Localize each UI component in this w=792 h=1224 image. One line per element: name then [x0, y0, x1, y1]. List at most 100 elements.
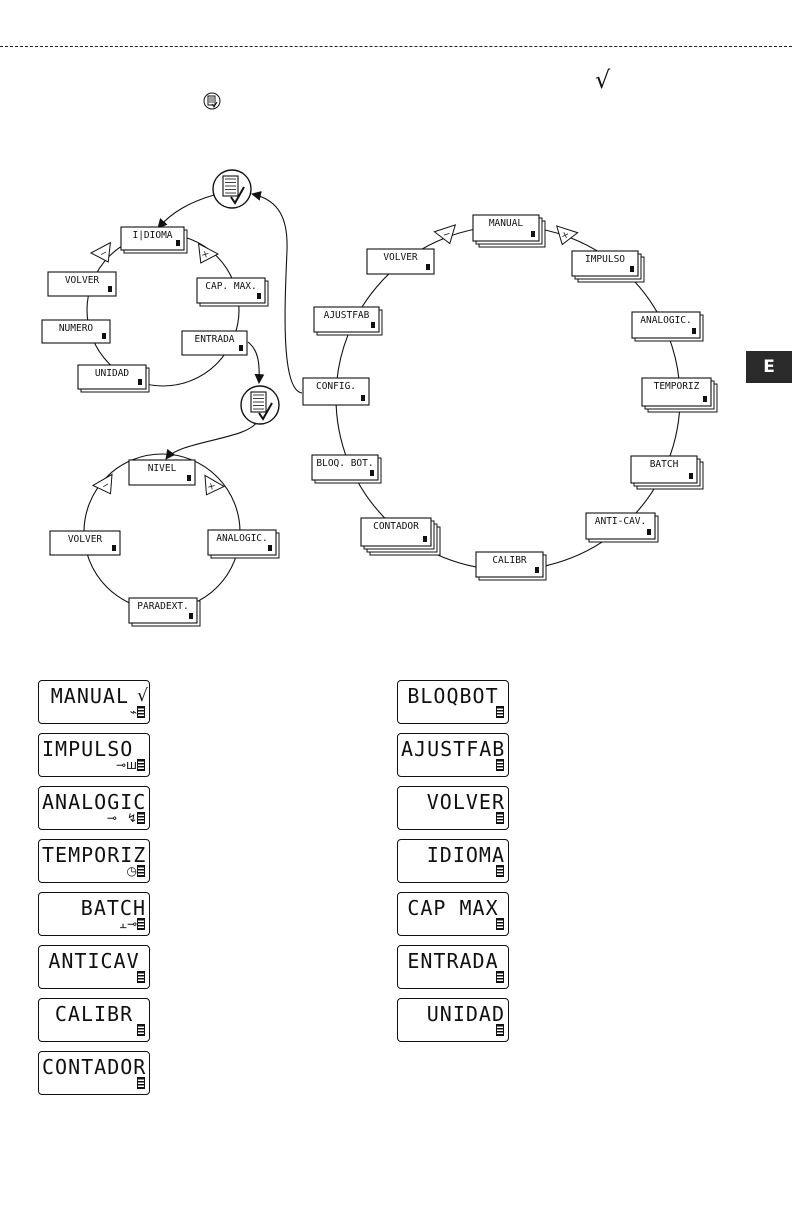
screen-volver3: VOLVER — [366, 248, 435, 275]
battery-icon — [137, 971, 145, 983]
lcd-batch: BATCH⫠⊸ — [38, 892, 150, 936]
screen-label: NUMERO — [59, 323, 94, 334]
battery-icon — [112, 545, 116, 551]
lcd-label: BATCH — [80, 896, 146, 920]
battery-icon — [137, 706, 145, 718]
screen-label: ENTRADA — [194, 334, 234, 345]
nav-arrow-a4: × — [204, 474, 226, 496]
screen-label: MANUAL — [489, 218, 524, 229]
screen-label: CAP. MAX. — [205, 281, 256, 292]
screen-label: NIVEL — [148, 463, 177, 474]
cut-line — [0, 46, 792, 47]
screen-label: IMPULSO — [585, 254, 625, 265]
screen-label: I|DIOMA — [132, 230, 172, 241]
screen-calibr1: CALIBR — [475, 551, 547, 581]
screen-label: CALIBR — [492, 555, 527, 566]
lcd-analogic: ANALOGIC⊸↯ — [38, 786, 150, 830]
battery-icon — [361, 395, 365, 401]
lcd-mode-icons: ⌁ — [130, 705, 137, 719]
battery-icon — [496, 1024, 504, 1036]
svg-text:−: − — [442, 229, 452, 241]
battery-icon — [630, 266, 634, 272]
battery-icon — [102, 333, 106, 339]
menu-list-icon — [212, 169, 252, 209]
screen-label: BLOQ. BOT. — [316, 458, 373, 469]
screen-analogic2: ANALOGIC. — [631, 311, 704, 342]
lcd-anticav: ANTICAV — [38, 945, 150, 989]
lcd-label: IMPULSO — [42, 737, 134, 761]
nav-arrow-a2: × — [197, 242, 220, 264]
screen-unidad: UNIDAD — [77, 364, 150, 393]
battery-icon — [137, 865, 145, 877]
nav-arrow-a3: − — [91, 473, 113, 495]
lcd-capmax: CAP MAX — [397, 892, 509, 936]
lcd-volver: VOLVER — [397, 786, 509, 830]
lcd-label: AJUSTFAB — [401, 737, 505, 761]
svg-text:−: − — [100, 480, 112, 492]
screen-nivel: NIVEL — [128, 459, 196, 486]
lcd-label: CONTADOR — [42, 1055, 146, 1079]
svg-text:−: − — [98, 248, 109, 260]
lcd-label: ANALOGIC — [42, 790, 146, 814]
battery-icon — [176, 240, 180, 246]
battery-icon — [531, 231, 535, 237]
section-tab: E — [746, 351, 792, 383]
menu-flow-diagram: − × − × − × I|DIOMA VOLVER CAP. MAX. NUMERO ENTRA… — [41, 169, 718, 627]
battery-icon — [268, 545, 272, 551]
screen-label: ANALOGIC. — [640, 315, 691, 326]
screen-label: UNIDAD — [95, 368, 130, 379]
lcd-label: BLOQBOT — [407, 684, 499, 708]
mode-icon: ◷ — [126, 864, 137, 878]
battery-icon — [138, 379, 142, 385]
connector-config-to-menu — [251, 191, 303, 394]
screen-label: TEMPORIZ — [654, 381, 700, 392]
check-icon: √ — [595, 66, 611, 94]
battery-icon — [496, 812, 504, 824]
lcd-label: IDIOMA — [426, 843, 505, 867]
screen-label: BATCH — [650, 459, 679, 470]
battery-icon — [496, 865, 504, 877]
battery-icon — [137, 812, 145, 824]
battery-icon — [426, 264, 430, 270]
battery-icon — [371, 322, 375, 328]
lcd-mode-icons: ⫠⊸ — [120, 917, 137, 931]
screen-volver1: VOLVER — [47, 271, 117, 297]
mode-icon: ⌁ — [129, 705, 137, 719]
screen-contador1: CONTADOR — [360, 517, 441, 556]
battery-icon — [423, 536, 427, 542]
nav-arrow-a6: × — [555, 225, 579, 246]
battery-icon — [137, 918, 145, 930]
screen-capmax: CAP. MAX. — [196, 277, 269, 307]
menu-list-icon — [203, 92, 221, 110]
check-icon: √ — [137, 686, 148, 706]
lcd-temporiz: TEMPORIZ◷ — [38, 839, 150, 883]
connector-menu-to-nivel — [165, 419, 259, 460]
mode-icon: ⊸ — [106, 811, 117, 825]
lcd-mode-icons: ◷ — [127, 864, 137, 878]
svg-text:×: × — [199, 249, 210, 261]
battery-icon — [137, 1077, 145, 1089]
svg-text:×: × — [205, 481, 217, 493]
lcd-contador: CONTADOR — [38, 1051, 150, 1095]
screen-ajustfab: AJUSTFAB — [313, 306, 383, 336]
battery-icon — [496, 971, 504, 983]
battery-icon — [692, 328, 696, 334]
nav-arrow-a5: − — [433, 224, 457, 245]
battery-icon — [370, 470, 374, 476]
battery-icon — [703, 396, 707, 402]
screen-numero: NUMERO — [41, 319, 111, 344]
battery-icon — [189, 613, 193, 619]
screen-label: ANTI-CAV. — [595, 516, 646, 527]
lcd-label: MANUAL — [50, 684, 129, 708]
screen-config: CONFIG. — [302, 377, 370, 406]
battery-icon — [108, 286, 112, 292]
lcd-entrada: ENTRADA — [397, 945, 509, 989]
lcd-label: VOLVER — [426, 790, 505, 814]
lcd-unidad: UNIDAD — [397, 998, 509, 1042]
screen-paradext: PARADEXT. — [128, 597, 201, 627]
screen-label: CONTADOR — [373, 521, 419, 532]
lcd-calibr: CALIBR — [38, 998, 150, 1042]
battery-icon — [257, 293, 261, 299]
lcd-manual: MANUAL √⌁ — [38, 680, 150, 724]
battery-icon — [239, 345, 243, 351]
